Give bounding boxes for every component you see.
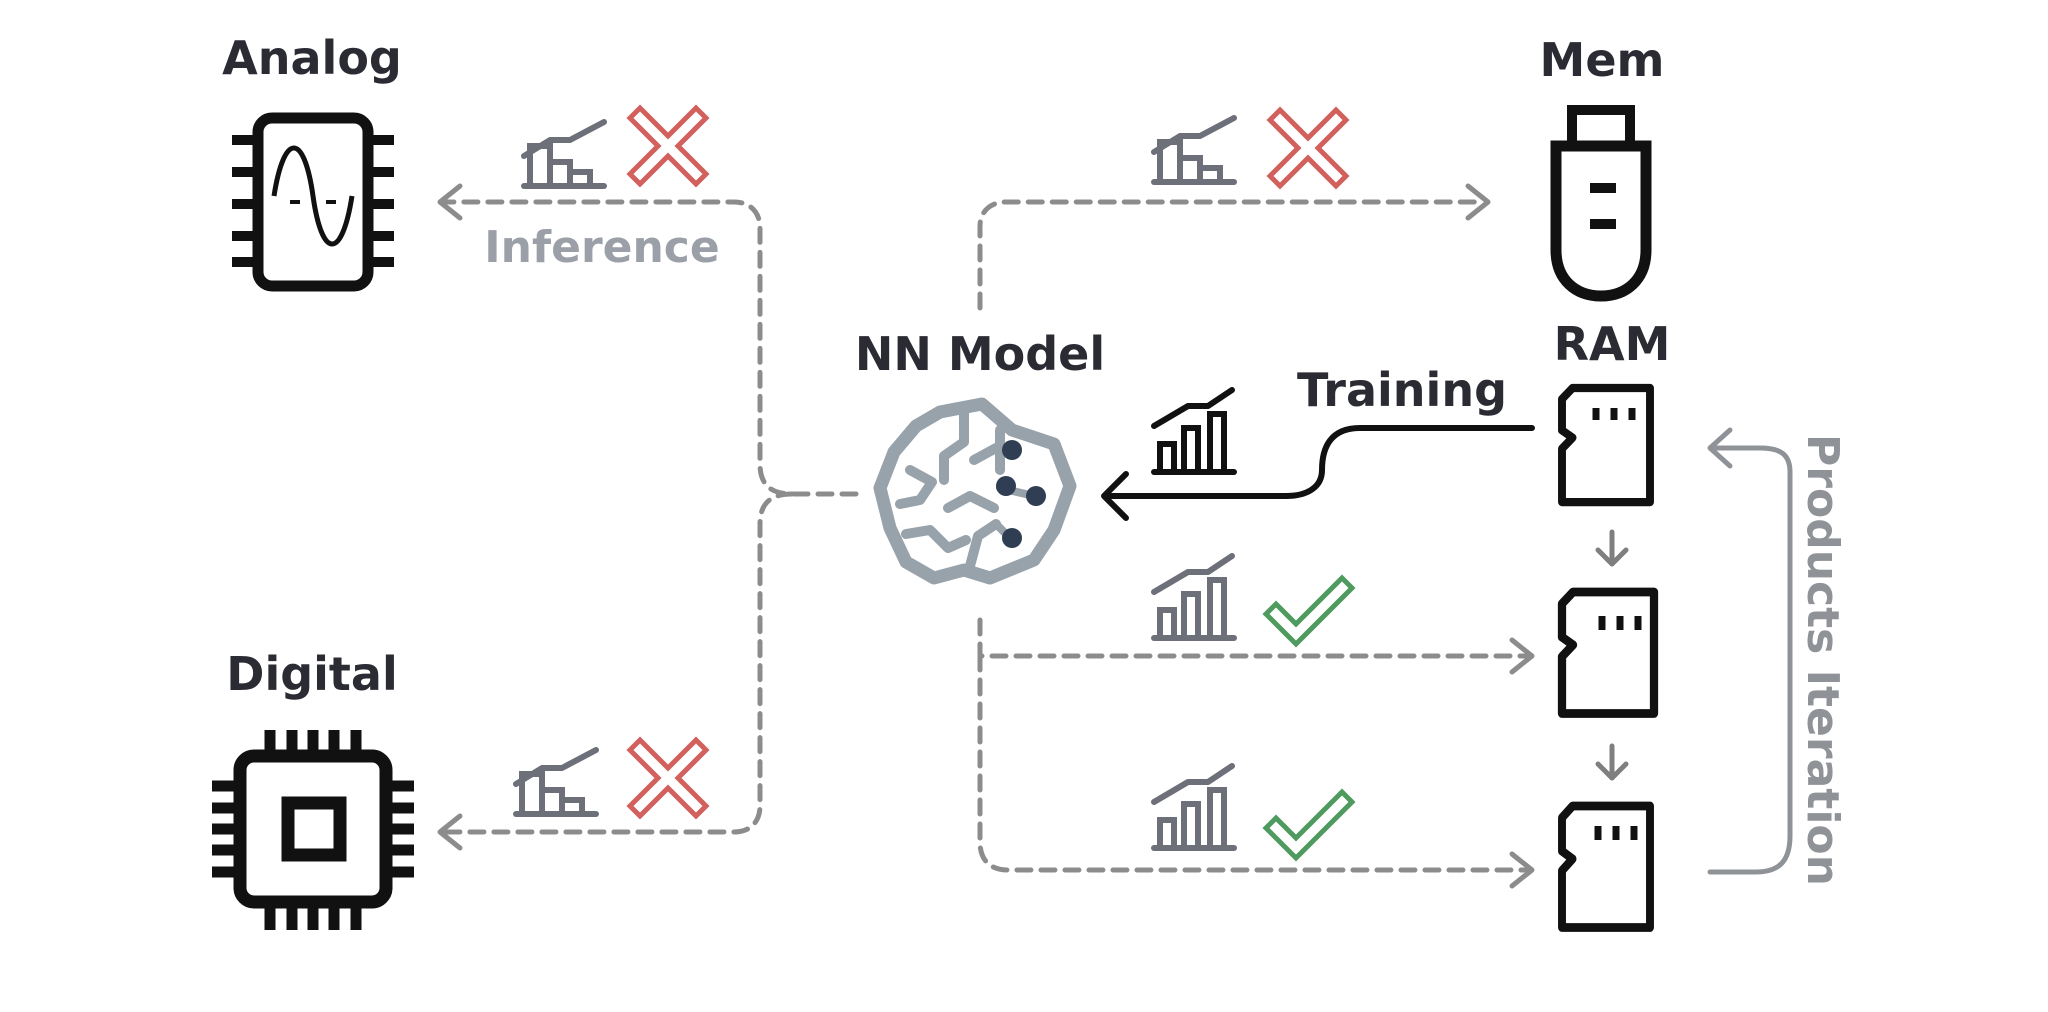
iteration-label: Products Iteration (1797, 434, 1848, 886)
arrowhead-analog (437, 183, 463, 221)
brain-circuit-icon (873, 397, 1077, 585)
inference-path-digital (439, 491, 795, 835)
cpu-chip-icon (212, 730, 414, 930)
sd-card-icon (1562, 806, 1650, 928)
training-arrowhead (1101, 471, 1129, 521)
arrowhead-ram-card-3 (1509, 851, 1535, 889)
cross-icon-digital (630, 740, 706, 816)
performance-chart-icon-ram-card-3 (1154, 766, 1234, 848)
analog-chip-icon (232, 112, 394, 292)
arrowhead-digital (437, 813, 463, 851)
mem-label: Mem (1540, 33, 1665, 87)
performance-chart-icon-training (1154, 390, 1234, 472)
down-arrow-icon (1595, 529, 1629, 567)
iteration-loop-arrow (1707, 445, 1793, 875)
model-label: NN Model (855, 327, 1105, 381)
path-to-ram-card-3 (977, 653, 1529, 873)
inference-label: Inference (484, 222, 719, 273)
usb-drive-icon (1550, 105, 1652, 302)
performance-chart-icon-analog (524, 122, 604, 186)
ram-label: RAM (1554, 317, 1671, 371)
check-icon-ram-card-3 (1266, 792, 1352, 858)
performance-chart-icon-ram-card-2 (1154, 556, 1234, 638)
path-to-ram-card-2 (977, 617, 1529, 659)
performance-chart-icon-mem (1154, 118, 1234, 182)
analog-label: Analog (222, 31, 402, 85)
arrowhead-ram-card-2 (1509, 637, 1535, 675)
check-icon-ram-card-2 (1266, 578, 1352, 644)
cross-icon-mem (1270, 110, 1346, 186)
iteration-arrowhead (1707, 427, 1733, 469)
sd-card-icon (1562, 592, 1654, 714)
sd-card-icon (1562, 388, 1650, 502)
training-arrow (1105, 425, 1535, 499)
down-arrow-icon (1595, 743, 1629, 781)
cross-icon-analog (630, 108, 706, 184)
digital-label: Digital (226, 647, 397, 701)
path-to-mem (977, 199, 1487, 311)
training-label: Training (1297, 363, 1507, 417)
arrowhead-mem (1465, 183, 1491, 221)
inference-path-analog (439, 199, 859, 497)
performance-chart-icon-digital (516, 750, 596, 814)
